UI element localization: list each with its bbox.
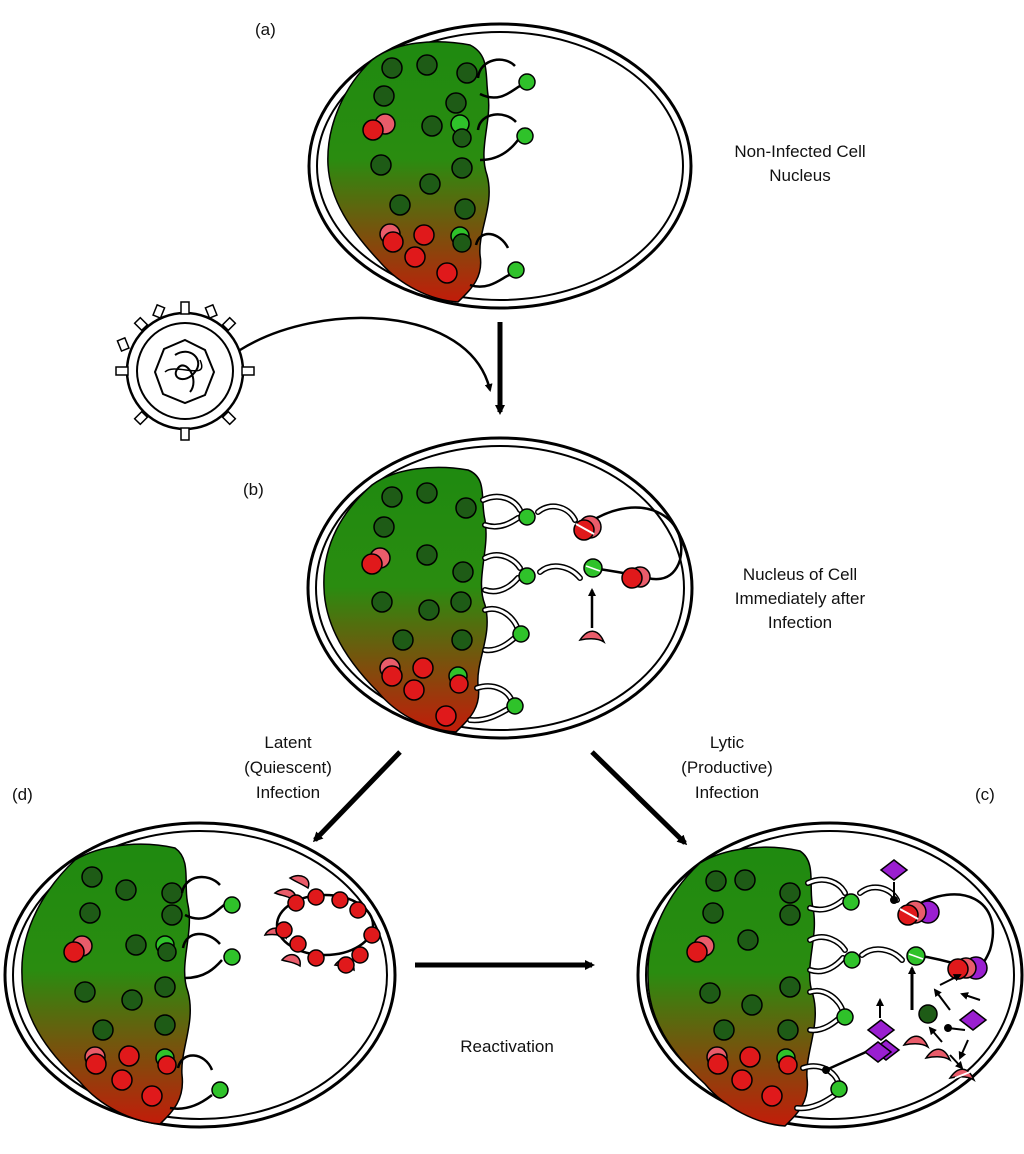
- panel-a-tag: (a): [255, 20, 276, 39]
- panel-d: (d): [3, 785, 397, 1129]
- latent-episome: [263, 874, 381, 974]
- panel-a: (a): [255, 20, 693, 310]
- virion-icon: [115, 301, 255, 441]
- panel-b: (b): [243, 436, 694, 740]
- lytic-arrow: [590, 750, 688, 846]
- latent-label-1: Latent: [264, 733, 312, 752]
- lytic-label-3: Infection: [695, 783, 759, 802]
- panel-d-tag: (d): [12, 785, 33, 804]
- nucleosomes-red: [362, 113, 458, 284]
- panel-b-tag: (b): [243, 480, 264, 499]
- nucleosomes-bright: [450, 73, 536, 279]
- latent-label-3: Infection: [256, 783, 320, 802]
- viral-genome-circle: [589, 506, 683, 581]
- panel-c: (c): [636, 785, 1024, 1129]
- dna-loops: [469, 58, 521, 288]
- panel-c-tag: (c): [975, 785, 995, 804]
- lytic-label-1: Lytic: [710, 733, 745, 752]
- purple-factors: [863, 859, 988, 1063]
- reactivation-label: Reactivation: [460, 1037, 554, 1056]
- nucleosomes-dark: [370, 54, 478, 220]
- caption-a-line2: Nucleus: [769, 166, 830, 185]
- virus-entry-arrow: [239, 316, 493, 392]
- latent-label-2: (Quiescent): [244, 758, 332, 777]
- latent-arrow: [312, 750, 402, 843]
- caption-b-line2: Immediately after: [735, 589, 866, 608]
- viral-protein-icon: [578, 630, 606, 645]
- caption-b-line1: Nucleus of Cell: [743, 565, 857, 584]
- caption-b-line3: Infection: [768, 613, 832, 632]
- caption-a-line1: Non-Infected Cell: [734, 142, 865, 161]
- lytic-label-2: (Productive): [681, 758, 773, 777]
